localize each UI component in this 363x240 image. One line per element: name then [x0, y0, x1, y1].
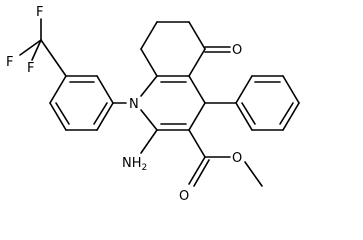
atom-o-ester-double: O [179, 189, 189, 204]
bond-ph-1 [235, 75, 253, 104]
bond-c5-c4a [188, 48, 206, 77]
atom-nh2-subscript: 2 [142, 163, 148, 173]
atom-f-top: F [36, 5, 43, 20]
atom-nh2: NH2 [122, 156, 147, 173]
atom-f-bottom: F [27, 61, 34, 76]
bond-ph-inner-2 [279, 102, 294, 125]
bond-c6-c5 [188, 21, 206, 50]
bond-aryl-5 [49, 102, 67, 131]
atom-o-ester-single: O [232, 151, 242, 166]
bond-c4a-c4 [188, 75, 206, 104]
bond-aryl-6 [49, 75, 67, 104]
atom-n-ring: N [129, 97, 139, 112]
bond-c3-ester-c [188, 129, 206, 158]
bond-n-c8a [140, 75, 158, 97]
bonds [19, 18, 300, 187]
atom-nh2-main: NH [122, 156, 142, 171]
atom-f-left: F [6, 55, 13, 70]
bond-ph-3 [282, 75, 300, 104]
bond-c2-nh2 [140, 129, 158, 154]
atom-labels: F F F N O NH2 O O [6, 5, 242, 204]
bond-aryl-inner-2 [93, 102, 108, 125]
bond-c8-c7 [140, 21, 158, 50]
bond-ester-o-methyl [244, 161, 263, 187]
bond-c4-c3 [188, 102, 206, 131]
bond-ph-6 [235, 102, 253, 131]
bond-ph-inner-3 [241, 102, 256, 125]
bond-ester-c-o-double-2 [193, 159, 210, 187]
bond-cf3-f-bottom [31, 39, 42, 61]
bond-aryl-3 [96, 102, 114, 131]
bond-aryl-inner-3 [55, 102, 70, 125]
bond-c8a-c8 [140, 48, 158, 77]
bond-ester-c-o-double-1 [188, 156, 206, 185]
atom-o-ketone: O [232, 43, 242, 58]
bond-cf3-f-left [19, 39, 42, 56]
chemical-structure-diagram: F F F N O NH2 O O [6, 5, 300, 204]
bond-c2-n [140, 109, 158, 131]
bond-aryl-2 [96, 75, 114, 104]
bond-ph-4 [282, 102, 300, 131]
bond-cf3-to-aryl [40, 39, 67, 77]
